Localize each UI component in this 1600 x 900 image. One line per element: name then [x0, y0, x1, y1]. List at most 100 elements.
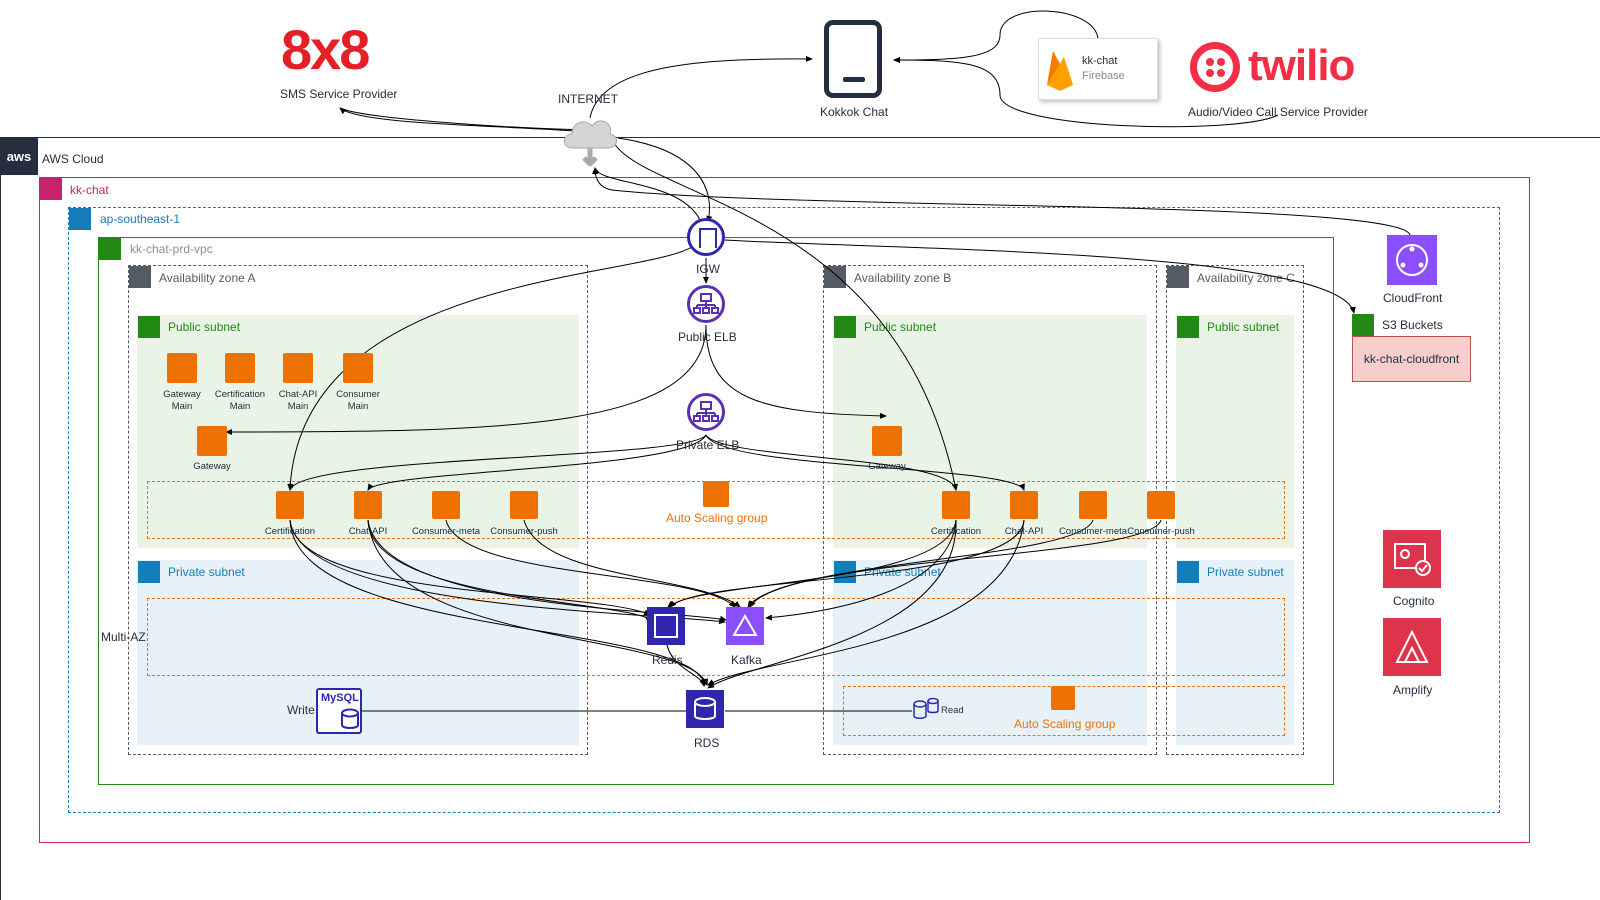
wire-cloudfront-internet	[592, 167, 1411, 236]
cloudfront-icon	[1387, 235, 1437, 285]
private-elb-icon	[687, 393, 725, 431]
availability-zone-a	[128, 265, 588, 755]
read-replica-icon	[912, 697, 940, 728]
certification-b-label: Certification	[930, 526, 982, 537]
rds-icon	[686, 690, 724, 728]
gateway-a-label: Gateway	[193, 461, 231, 472]
chat-api-a-label: Chat-API	[348, 526, 388, 537]
s3-bucket-icon	[1352, 314, 1374, 336]
public-elb-icon	[687, 285, 725, 323]
consumer-meta-a-icon	[432, 491, 460, 519]
eight-by-eight-logo: 8x8	[281, 18, 370, 81]
cognito-label: Cognito	[1393, 594, 1435, 608]
zone-c-pin-icon	[1167, 266, 1189, 288]
certification-b-icon	[942, 491, 970, 519]
consumer-push-a-label: Consumer-push	[490, 526, 558, 537]
zone-a-label: Availability zone A	[159, 271, 256, 285]
wire-public-elb-gateway-a	[225, 324, 707, 435]
wire-push-b-kafka	[749, 519, 1162, 608]
rds-label: RDS	[694, 736, 720, 750]
wire-igw-internet	[593, 167, 701, 221]
internet-cloud-icon	[560, 108, 620, 171]
private-subnet-a-lock-icon	[138, 561, 160, 583]
ec2-instance-icon	[283, 353, 313, 383]
wire-internet-kokkok	[589, 55, 813, 119]
twilio-logo-icon	[1190, 42, 1240, 92]
gateway-a-icon	[197, 426, 227, 456]
wire-private-elb-chatapi-b	[705, 434, 1025, 491]
chat-api-a-icon	[354, 491, 382, 519]
wire-internet-igw	[617, 137, 713, 223]
amplify-icon	[1383, 618, 1441, 676]
internet-label: INTERNET	[558, 92, 618, 106]
account-group	[39, 177, 1530, 843]
wire-redis-rds	[665, 639, 706, 687]
public-subnet-a-label: Public subnet	[168, 320, 241, 334]
amplify-label: Amplify	[1393, 683, 1433, 697]
gateway-b-icon	[872, 426, 902, 456]
wire-cert-b-kafka	[765, 519, 957, 621]
private-subnet-c-lock-icon	[1177, 561, 1199, 583]
wire-chat-a-rds	[367, 519, 709, 686]
ec2-instance-icon	[167, 353, 197, 383]
wire-internet-certification-b	[613, 142, 958, 491]
aws-logo-icon: aws	[0, 137, 38, 175]
wire-cert-b-redis	[667, 519, 957, 608]
zone-b-label: Availability zone B	[854, 271, 952, 285]
read-auto-scaling-icon	[1051, 686, 1075, 710]
auto-scaling-group-label: Auto Scaling group	[666, 511, 768, 525]
read-label: Read	[941, 705, 964, 716]
consumer-push-b-icon	[1147, 491, 1175, 519]
mobile-phone-icon	[824, 20, 882, 98]
gateway-b-label: Gateway	[868, 461, 906, 472]
private-subnet-a-label: Private subnet	[168, 565, 245, 579]
consumer-meta-b-icon	[1079, 491, 1107, 519]
vpc-cloud-icon	[99, 238, 121, 260]
auto-scaling-group-icon	[703, 481, 729, 507]
redis-label: Redis	[652, 653, 683, 667]
wire-push-a-kafka	[523, 519, 741, 608]
certification-a-label: Certification	[264, 526, 316, 537]
consumer-meta-a-label: Consumer-meta	[411, 526, 481, 537]
read-auto-scaling-label: Auto Scaling group	[1014, 717, 1116, 731]
private-elb-label: Private ELB	[676, 438, 740, 452]
twilio-wordmark: twilio	[1248, 41, 1355, 90]
firebase-title: kk-chat	[1082, 55, 1118, 67]
region-label: ap-southeast-1	[100, 212, 181, 226]
s3-bucket-card: kk-chat-cloudfront	[1352, 336, 1471, 382]
kokkok-chat-label: Kokkok Chat	[820, 105, 889, 119]
wire-internet-8x8	[339, 107, 591, 133]
twilio-caption: Audio/Video Call Service Provider	[1188, 105, 1368, 119]
cognito-icon	[1383, 530, 1441, 588]
public-subnet-b-lock-icon	[834, 316, 856, 338]
public-subnet-c-lock-icon	[1177, 316, 1199, 338]
private-subnet-b	[833, 560, 1147, 745]
public-elb-label: Public ELB	[678, 330, 737, 344]
ec2-instance-icon	[343, 353, 373, 383]
wire-chat-b-redis	[669, 519, 1025, 608]
region-group	[68, 207, 1500, 813]
wire-public-elb-gateway-b	[705, 324, 887, 419]
mysql-text: MySQL	[321, 692, 359, 704]
ec2-instance-icon	[225, 353, 255, 383]
s3-buckets-label: S3 Buckets	[1382, 318, 1443, 332]
account-label: kk-chat	[70, 183, 109, 197]
firebase-flame-icon	[1045, 47, 1075, 96]
zone-b-pin-icon	[824, 266, 846, 288]
wire-cert-b-rds	[707, 519, 957, 689]
kafka-icon	[726, 607, 764, 645]
s3-bucket-name: kk-chat-cloudfront	[1363, 352, 1460, 366]
multi-az-label: Multi-AZ	[101, 630, 146, 644]
wire-8x8-internet	[339, 107, 591, 133]
vpc-label: kk-chat-prd-vpc	[130, 242, 213, 256]
private-subnet-c	[1176, 560, 1294, 745]
wire-cert-a-redis	[289, 519, 651, 616]
wire-igw-s3	[724, 239, 1356, 314]
chat-api-b-label: Chat-API	[1004, 526, 1044, 537]
redis-icon	[647, 607, 685, 645]
consumer-push-a-icon	[510, 491, 538, 519]
wire-private-elb-certification-b	[705, 434, 958, 491]
chat-api-b-icon	[1010, 491, 1038, 519]
